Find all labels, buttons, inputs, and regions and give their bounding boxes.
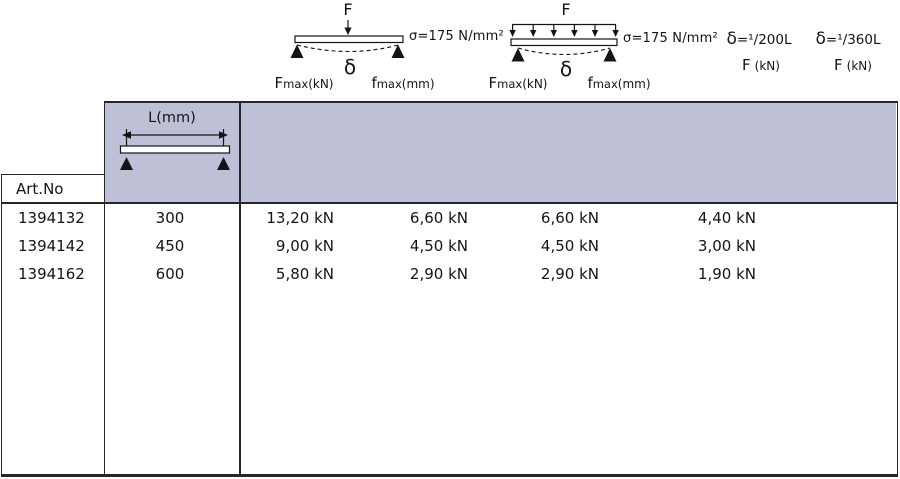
subscript: max xyxy=(592,77,618,91)
length-cell: 600 xyxy=(155,264,185,283)
point-load-diagram xyxy=(290,20,405,58)
subscript: max xyxy=(376,77,402,91)
table-right-border xyxy=(896,101,898,477)
value-cell: 4,40 kN xyxy=(697,208,756,227)
header-top-border xyxy=(104,101,898,103)
beam-diagrams-layer xyxy=(119,20,619,170)
symbol: F xyxy=(742,56,751,74)
distributed-load-stress-label: σ=175 N/mm² xyxy=(623,31,718,46)
symbol: F xyxy=(834,56,843,74)
beam xyxy=(294,35,404,44)
value-cell: 9,00 kN xyxy=(275,236,334,255)
distributed-load-defmax-header: fmax(mm) xyxy=(587,74,651,92)
column-divider-length xyxy=(238,101,241,476)
table-header-band xyxy=(105,102,896,202)
value-cell: 3,00 kN xyxy=(697,236,756,255)
artno-column-header: Art.No xyxy=(16,180,64,198)
symbol: f xyxy=(371,74,377,92)
symbol: F xyxy=(274,74,284,92)
beam xyxy=(510,38,618,47)
symbol: F xyxy=(488,74,498,92)
support-triangle-right xyxy=(603,48,617,62)
header-separator xyxy=(1,202,898,205)
unit: (kN) xyxy=(846,59,872,73)
value-cell: 13,20 kN xyxy=(266,208,334,227)
delta-symbol: δ xyxy=(726,29,737,49)
formula-value: =¹/360L xyxy=(825,32,881,48)
deflection-curve xyxy=(296,44,399,52)
point-load-force-label: F xyxy=(343,0,353,19)
deflection-limit-360-formula: δ=¹/360L xyxy=(815,29,881,50)
value-cell: 2,90 kN xyxy=(540,264,599,283)
delta-symbol: δ xyxy=(815,29,826,49)
table-bottom-border xyxy=(1,474,898,477)
support-triangle-left xyxy=(120,157,133,170)
distributed-load-force-label: F xyxy=(561,0,571,19)
length-cell: 300 xyxy=(155,208,185,227)
deflection-limit-200-column-header: F(kN) xyxy=(742,56,780,74)
subscript: max xyxy=(497,77,523,91)
artno-cell: 1394142 xyxy=(18,236,85,255)
support-triangle-left xyxy=(290,44,304,58)
unit: (mm) xyxy=(617,77,651,91)
artno-cell: 1394162 xyxy=(18,264,85,283)
unit: (kN) xyxy=(308,77,334,91)
unit: (kN) xyxy=(754,59,780,73)
deflection-limit-360-column-header: F(kN) xyxy=(834,56,872,74)
distributed-load-fmax-header: Fmax(kN) xyxy=(488,74,548,92)
column-divider-artno xyxy=(104,101,106,476)
value-cell: 4,50 kN xyxy=(540,236,599,255)
point-load-stress-label: σ=175 N/mm² xyxy=(409,29,504,44)
beam xyxy=(119,145,231,154)
value-cell: 4,50 kN xyxy=(409,236,468,255)
subscript: max xyxy=(283,77,309,91)
distributed-load-arrows xyxy=(509,24,619,37)
table-left-border xyxy=(1,173,3,477)
point-load-arrowhead xyxy=(344,27,352,35)
value-cell: 6,60 kN xyxy=(409,208,468,227)
length-column-header: L(mm) xyxy=(148,110,196,126)
symbol: f xyxy=(587,74,593,92)
value-cell: 1,90 kN xyxy=(697,264,756,283)
point-load-deflection-symbol: δ xyxy=(343,55,357,79)
unit: (mm) xyxy=(401,77,435,91)
point-load-fmax-header: Fmax(kN) xyxy=(274,74,334,92)
value-cell: 5,80 kN xyxy=(275,264,334,283)
deflection-limit-200-formula: δ=¹/200L xyxy=(726,29,792,50)
artno-cell-top-border xyxy=(1,173,105,175)
distributed-load-deflection-symbol: δ xyxy=(559,57,573,81)
formula-value: =¹/200L xyxy=(736,32,792,48)
deflection-curve xyxy=(517,47,611,56)
length-cell: 450 xyxy=(155,236,185,255)
point-load-defmax-header: fmax(mm) xyxy=(371,74,435,92)
distributed-load-diagram xyxy=(509,23,619,62)
artno-cell: 1394132 xyxy=(18,208,85,227)
value-cell: 2,90 kN xyxy=(409,264,468,283)
support-triangle-left xyxy=(511,48,525,62)
support-triangle-right xyxy=(217,157,230,170)
support-triangle-right xyxy=(391,44,405,58)
unit: (kN) xyxy=(522,77,548,91)
span-length-diagram xyxy=(119,129,231,170)
value-cell: 6,60 kN xyxy=(540,208,599,227)
